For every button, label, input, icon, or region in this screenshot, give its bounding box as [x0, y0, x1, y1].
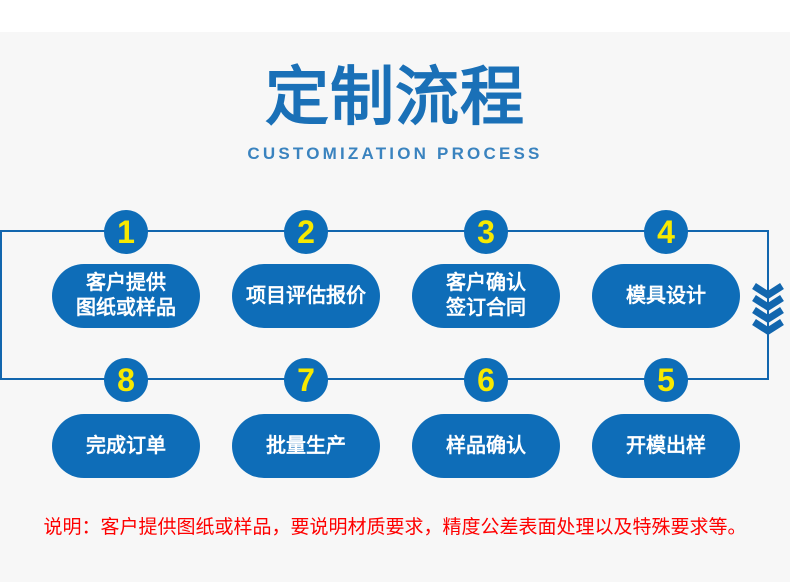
- step-8-number-badge: 8: [104, 358, 148, 402]
- note-text: 说明：客户提供图纸或样品，要说明材质要求，精度公差表面处理以及特殊要求等。: [43, 517, 747, 538]
- step-5-number-badge: 5: [644, 358, 688, 402]
- step-3-number-badge: 3: [464, 210, 508, 254]
- page-title: 定制流程: [265, 61, 525, 133]
- step-1-number-badge: 1: [104, 210, 148, 254]
- flow-line-row1: [0, 230, 769, 232]
- step-5-label-pill: 开模出样: [592, 414, 740, 478]
- step-6-number-badge: 6: [464, 358, 508, 402]
- step-4-number-badge: 4: [644, 210, 688, 254]
- step-4-label-pill: 模具设计: [592, 264, 740, 328]
- flow-line-row2: [0, 378, 769, 380]
- step-3-label-pill: 客户确认 签订合同: [412, 264, 560, 328]
- flow-line-left: [0, 230, 2, 380]
- step-8-label-pill: 完成订单: [52, 414, 200, 478]
- step-6-label-pill: 样品确认: [412, 414, 560, 478]
- step-7-number-badge: 7: [284, 358, 328, 402]
- top-white-band: [0, 0, 790, 32]
- step-2-label-pill: 项目评估报价: [232, 264, 380, 328]
- step-7-label-pill: 批量生产: [232, 414, 380, 478]
- step-2-number-badge: 2: [284, 210, 328, 254]
- step-1-label-pill: 客户提供 图纸或样品: [52, 264, 200, 328]
- chevrons-down-icon: [752, 283, 784, 336]
- page-subtitle: CUSTOMIZATION PROCESS: [247, 144, 543, 163]
